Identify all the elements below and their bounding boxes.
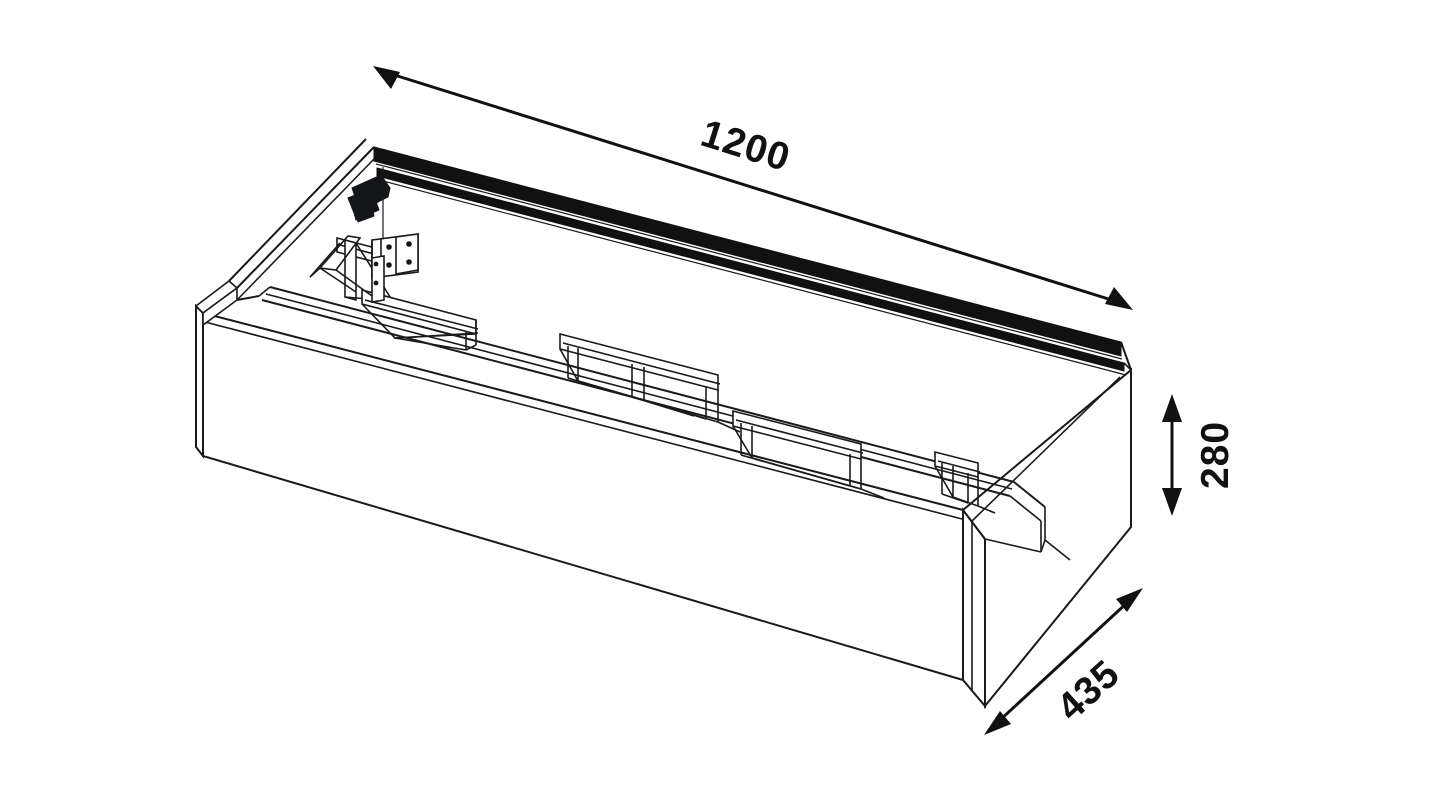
dim-280-arrow-top [1162,394,1182,422]
inner-cavity-right-wall2 [984,538,1042,553]
dim-1200-label: 1200 [696,112,795,180]
drawer-front-top-reveal-2 [204,321,963,520]
inner-back-bottom-rail-top [269,286,1015,483]
inner-back-bottom-rail-mid [265,293,1013,490]
brace1-leg-base2 [394,337,467,351]
left-side-top-back-slope-inner [236,146,375,289]
dim-1200-line [387,71,1119,304]
drawer-brace-2 [559,332,741,433]
brace2-gusset-left [559,348,579,382]
plate-screw-hole-1 [386,244,392,250]
drawer-front-right-edge [962,507,986,709]
mounting-plate-leg [371,255,385,303]
brace4-gusset [934,465,954,498]
hinge-screw-hole-2 [381,181,387,187]
inner-cavity-right-return [1013,481,1046,508]
brace4-top-inner [937,460,981,473]
plate-screw-hole-6 [373,280,379,286]
brace1-shelf-under [364,299,479,330]
corner-bracket-c [309,267,321,278]
back-rail-right-end [1120,341,1132,371]
brace3-gusset-right [860,488,885,499]
corner-bracket-e [319,267,357,293]
brace1-leg-base [465,344,477,351]
cabinet-body [194,138,1132,709]
brace4-cell-bottom2 [952,496,979,507]
right-side-panel-edge [971,376,1121,522]
brace2-top-rail-inner [562,342,721,385]
brace1-foot2 [394,333,477,339]
back-top-rail-underline [378,179,1127,376]
brace3-gusset-left [732,425,753,459]
inner-cavity-right-wall [1044,539,1071,561]
dim-280-label: 280 [1194,421,1237,489]
brace2-top-rail [559,332,719,392]
drawer-front-top-reveal [202,312,964,511]
right-side-panel [961,367,1132,709]
back-top-rail [373,146,1127,376]
back-top-rail-black-band [373,146,1122,357]
corner-bracket-d [335,269,373,297]
dim-280-arrow-bottom [1162,488,1182,516]
dim-435-arrow-upper [1116,588,1143,612]
dim-435-arrow-lower [984,711,1011,735]
back-top-rail-highlight [375,163,1123,360]
brace3-base [751,457,862,490]
cabinet-inner-bottom-left [236,295,260,301]
inner-cavity-right-bottom [1040,539,1046,553]
corner-bracket-a [318,235,362,271]
hinge-tail [355,206,375,223]
plate-screw-hole-2 [406,241,412,247]
corner-bracket [309,235,373,297]
dim-1200-arrow-right [1105,287,1133,310]
drawer-brace-3 [732,409,885,499]
brace3-top-rail-inner [735,419,864,454]
left-side-top-back-slope-inner2 [236,158,375,301]
dim-435-line [997,599,1131,723]
back-top-rail-black-band-2 [376,167,1125,372]
dimension-height-280: 280 [1162,394,1237,516]
hinge-bracket [347,174,391,223]
drawer-brace-4 [934,450,996,514]
hinge-screw-hole-1 [373,179,379,185]
back-rail-right-end-inner [1123,362,1132,371]
plate-screw-hole-5 [373,261,379,267]
brace2-base [577,380,719,423]
mounting-plate [371,233,419,303]
plate-screw-hole-4 [406,259,412,265]
inner-cavity-right-return-2 [1009,495,1042,522]
left-side-panel-edge [195,303,204,459]
dim-1200-arrow-left [373,66,400,89]
left-side-top-back-slope [228,138,367,282]
cabinet-inner-bottom-left2 [258,286,271,297]
plate-screw-hole-3 [386,262,392,268]
corner-bracket-b [309,242,341,278]
brace4-gusset2 [977,505,996,514]
mounting-plate-wing [395,233,419,275]
